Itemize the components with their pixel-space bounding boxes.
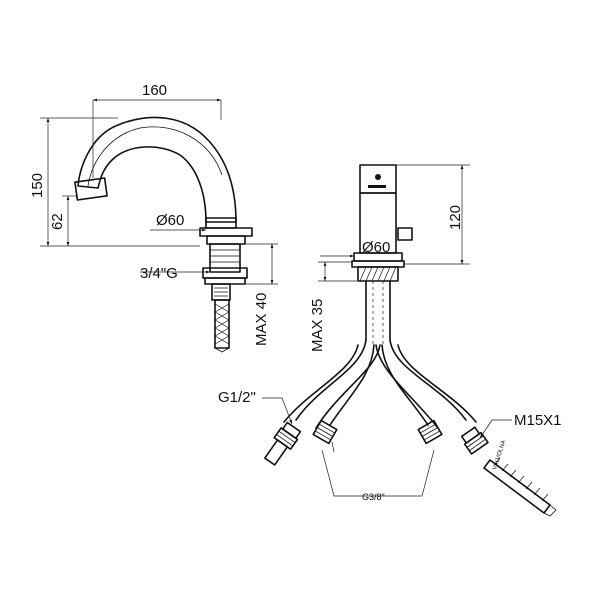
dim-side-max: MAX 40	[253, 293, 270, 346]
label-g12: G1/2"	[218, 389, 256, 406]
dim-side-diameter: Ø60	[156, 212, 184, 229]
spout-outlet	[74, 177, 108, 201]
right-valve	[460, 426, 489, 455]
side-mount-plate	[199, 227, 253, 237]
dim-160: 160	[142, 82, 167, 99]
dim-front-max: MAX 35	[309, 299, 326, 352]
side-shank	[206, 235, 246, 245]
dim-62: 62	[49, 213, 66, 230]
right-g38-fitting	[417, 419, 443, 445]
label-valve: VALVOLNA	[492, 439, 507, 470]
hose-right-inner	[381, 344, 429, 426]
hose-left-outer	[295, 339, 367, 421]
hose-right-outer	[389, 339, 467, 421]
front-lever	[397, 227, 413, 241]
label-g38: G3/8"	[362, 492, 385, 502]
front-mount-block	[357, 266, 399, 282]
dim-front-diameter: Ø60	[362, 239, 390, 256]
left-g38-fitting	[312, 419, 338, 445]
front-base-plate	[351, 260, 405, 268]
side-base-column	[205, 217, 237, 229]
hose-left-inner	[329, 344, 375, 426]
side-view: 160 150 62 Ø60 3/4"G MAX 40	[29, 82, 278, 353]
side-hose	[214, 299, 230, 349]
spout-inner-curve	[87, 126, 223, 187]
front-view: 120 Ø60 MAX 35 G1/2" M15X1 G3/8" VALVOLN…	[218, 164, 562, 517]
dim-thread: 3/4"G	[140, 265, 178, 282]
side-thread	[209, 243, 241, 273]
dim-120: 120	[447, 205, 464, 230]
spout-outline	[77, 116, 237, 223]
dim-150: 150	[29, 173, 46, 198]
label-m15x1: M15X1	[514, 412, 562, 429]
left-inlet-fitting	[264, 421, 302, 466]
